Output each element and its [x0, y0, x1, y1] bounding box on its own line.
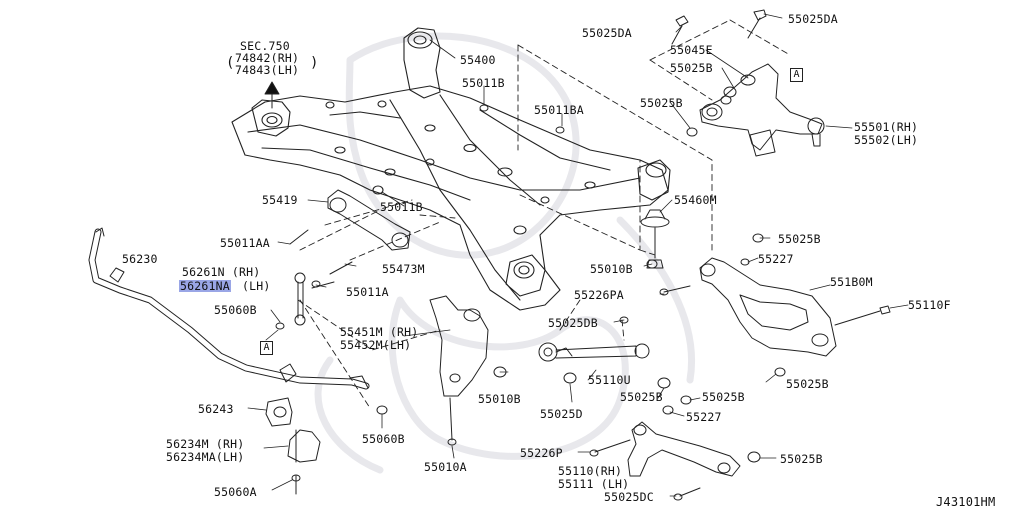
part-label-55025dc[interactable]: 55025DC [604, 490, 654, 504]
part-label-55011b[interactable]: 55011B [462, 76, 505, 90]
section-ref-left-paren: ( [226, 55, 235, 71]
section-ref-right-paren: ) [310, 55, 319, 71]
part-label-55452m-lh[interactable]: 55452M(LH) [340, 338, 412, 352]
part-label-56234ma-lh[interactable]: 56234MA(LH) [166, 450, 245, 464]
part-label-56261na-highlighted[interactable]: 56261NA [179, 279, 231, 293]
part-label-56230[interactable]: 56230 [122, 252, 158, 266]
part-label-55227-upper[interactable]: 55227 [758, 252, 794, 266]
lower-link-55110-drawing [589, 395, 761, 501]
part-label-55419[interactable]: 55419 [262, 193, 298, 207]
part-label-55501-rh[interactable]: 55501(RH) [854, 120, 919, 134]
part-label-55011a[interactable]: 55011A [346, 285, 389, 299]
part-label-55110-rh[interactable]: 55110(RH) [558, 464, 623, 478]
leader-lines [247, 13, 909, 497]
part-label-55025da-right[interactable]: 55025DA [788, 12, 838, 26]
part-label-55226pa[interactable]: 55226PA [574, 288, 624, 302]
part-label-55025db[interactable]: 55025DB [548, 316, 598, 330]
bushing-and-clamp-drawing [265, 397, 321, 495]
part-label-55227-lower[interactable]: 55227 [686, 410, 722, 424]
part-label-55110f[interactable]: 55110F [908, 298, 951, 312]
part-label-55025b-upper[interactable]: 55025B [670, 61, 713, 75]
part-label-55060a[interactable]: 55060A [214, 485, 257, 499]
part-label-55045e[interactable]: 55045E [670, 43, 713, 57]
subframe-drawing [231, 27, 671, 311]
part-label-55110u[interactable]: 55110U [588, 373, 631, 387]
stabilizer-bar-drawing [88, 227, 370, 390]
part-label-55473m[interactable]: 55473M [382, 262, 425, 276]
part-label-55025b-bottom[interactable]: 55025B [780, 452, 823, 466]
part-label-55226p[interactable]: 55226P [520, 446, 563, 460]
part-label-56234m-rh[interactable]: 56234M (RH) [166, 437, 245, 451]
reference-box-a-upper[interactable]: A [790, 68, 803, 82]
section-ref-title: SEC.750 [240, 39, 290, 53]
part-label-56261n-rh[interactable]: 56261N (RH) [182, 265, 261, 279]
part-label-551b0m[interactable]: 551B0M [830, 275, 873, 289]
part-label-55060b-lower[interactable]: 55060B [362, 432, 405, 446]
section-ref-rh[interactable]: 74842(RH) [235, 51, 300, 65]
part-label-55025b-upper2[interactable]: 55025B [640, 96, 683, 110]
part-label-55451m-rh[interactable]: 55451M (RH) [340, 325, 419, 339]
part-label-55025da-left[interactable]: 55025DA [582, 26, 632, 40]
part-label-56261na-lh-suffix[interactable]: (LH) [242, 279, 271, 293]
upper-arm-drawing [686, 63, 825, 157]
part-label-55460m[interactable]: 55460M [674, 193, 717, 207]
part-label-55011ba[interactable]: 55011BA [534, 103, 584, 117]
lower-arm-551b0m-drawing [699, 233, 891, 377]
part-label-55400[interactable]: 55400 [460, 53, 496, 67]
part-label-55502-lh[interactable]: 55502(LH) [854, 133, 919, 147]
section-ref-lh[interactable]: 74843(LH) [235, 63, 300, 77]
part-label-56243[interactable]: 56243 [198, 402, 234, 416]
fasteners-drawing [289, 9, 767, 296]
part-label-55025b-right[interactable]: 55025B [778, 232, 821, 246]
part-label-55025b-lower-right[interactable]: 55025B [786, 377, 829, 391]
part-label-55060b-upper[interactable]: 55060B [214, 303, 257, 317]
part-label-55011b-lower[interactable]: 55011B [380, 200, 423, 214]
section-arrow [264, 81, 280, 109]
assembly-dashed-lines [297, 19, 791, 409]
watermark [314, 32, 695, 474]
part-label-55025b-mid[interactable]: 55025B [620, 390, 663, 404]
part-label-55010b-lower[interactable]: 55010B [478, 392, 521, 406]
part-label-55111-lh[interactable]: 55111 (LH) [558, 477, 630, 491]
diagram-code: J43101HM [936, 495, 996, 509]
reference-box-a-lower[interactable]: A [260, 341, 273, 355]
part-label-55011aa[interactable]: 55011AA [220, 236, 270, 250]
link-arm-55419-drawing [327, 189, 411, 251]
part-label-55010b-upper[interactable]: 55010B [590, 262, 633, 276]
part-label-55025d[interactable]: 55025D [540, 407, 583, 421]
part-label-55025b-mid2[interactable]: 55025B [702, 390, 745, 404]
part-label-55010a[interactable]: 55010A [424, 460, 467, 474]
